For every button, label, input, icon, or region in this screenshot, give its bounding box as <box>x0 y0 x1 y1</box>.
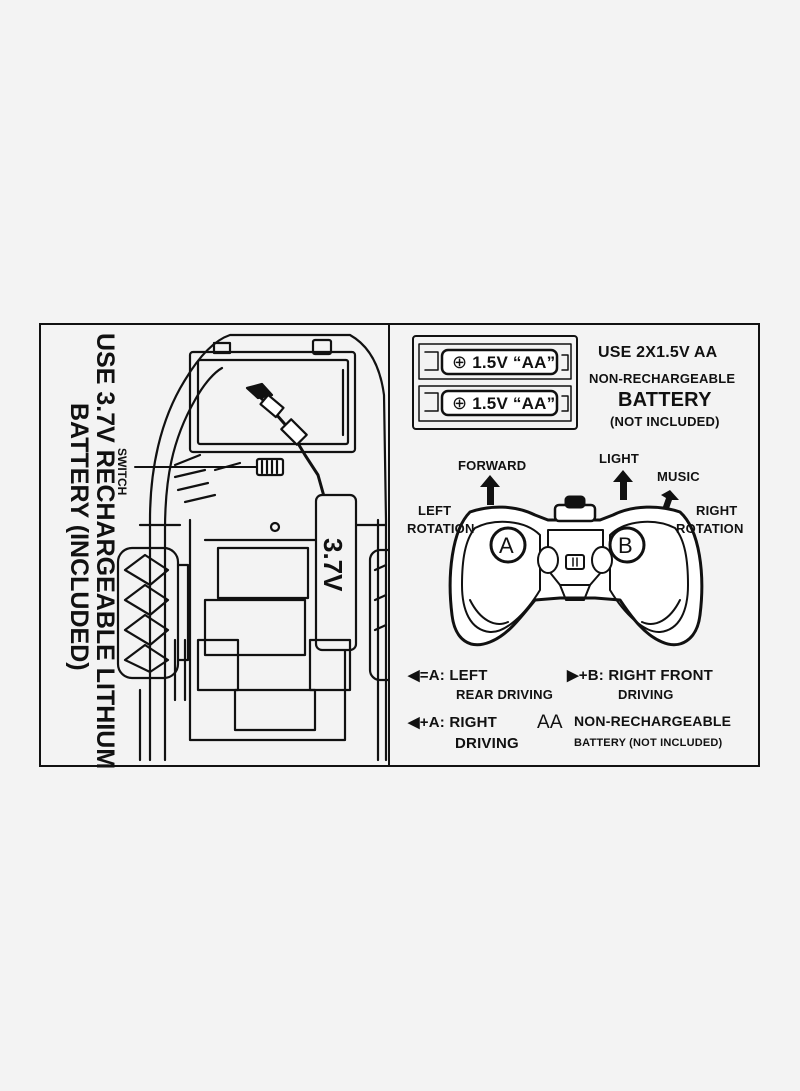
aa-battery-holder <box>412 335 578 430</box>
mecanum-wheel-left <box>116 546 190 680</box>
left-title-line-2: BATTERY (INCLUDED) <box>65 403 93 671</box>
legend-left-a-sub: REAR DRIVING <box>456 687 554 702</box>
battery-note-line-2: NON-RECHARGEABLE <box>589 371 736 386</box>
button-b-label: B <box>618 533 633 558</box>
plus-icon: ⊕ <box>452 393 468 413</box>
legend-right-b-sub: DRIVING <box>618 687 674 702</box>
left-rotation-label-1: LEFT <box>418 503 452 518</box>
light-arrow <box>613 470 633 500</box>
battery-compartment <box>188 350 357 454</box>
forward-arrow <box>480 475 500 505</box>
button-a <box>489 526 527 564</box>
battery-note-line-3: BATTERY <box>618 389 712 411</box>
left-arrow-key: ◀=A: <box>408 667 445 684</box>
legend-left-plus-a-sub: DRIVING <box>455 735 519 752</box>
right-rotation-label-2: ROTATION <box>676 521 744 536</box>
button-b <box>608 526 646 564</box>
legend-aa-symbol: AA <box>537 712 563 733</box>
legend-left-plus-a: ◀+A: RIGHT <box>408 714 497 731</box>
legend-left-a: ◀=A: LEFT <box>408 667 488 684</box>
battery-pack-label: 3.7V <box>318 538 348 592</box>
aa-cell-1-label: ⊕ 1.5V “AA” <box>452 352 556 372</box>
music-label: MUSIC <box>657 469 700 484</box>
switch-label: SWITCH <box>115 448 129 496</box>
aa-cell-2-label: ⊕ 1.5V “AA” <box>452 393 556 413</box>
light-label: LIGHT <box>599 451 639 466</box>
plus-icon: ⊕ <box>452 352 468 372</box>
right-rotation-label-1: RIGHT <box>696 503 738 518</box>
legend-right-b: ▶+B: RIGHT FRONT <box>567 667 714 684</box>
left-battery-title: USE 3.7V RECHARGEABLE LITHIUM BATTERY (I… <box>65 333 119 770</box>
button-a-label: A <box>499 533 514 558</box>
car-body-outline <box>148 333 388 762</box>
lithium-battery-pack <box>314 493 358 652</box>
right-arrow-key: ▶+B: <box>567 667 604 684</box>
forward-label: FORWARD <box>458 458 527 473</box>
left-title-line-1: USE 3.7V RECHARGEABLE LITHIUM <box>91 333 119 770</box>
left-rotation-label-2: ROTATION <box>407 521 475 536</box>
battery-note-line-4: (NOT INCLUDED) <box>610 414 720 429</box>
legend-aa-line-2: BATTERY (NOT INCLUDED) <box>574 737 723 749</box>
aa-cell-2 <box>440 389 559 417</box>
gamepad-controller <box>448 495 704 647</box>
panel-divider <box>388 323 390 767</box>
aa-cell-1 <box>440 348 559 376</box>
battery-note-line-1: USE 2X1.5V AA <box>598 344 718 361</box>
left-arrow-key: ◀+A: <box>408 714 445 731</box>
legend-aa-line-1: NON-RECHARGEABLE <box>574 713 732 729</box>
